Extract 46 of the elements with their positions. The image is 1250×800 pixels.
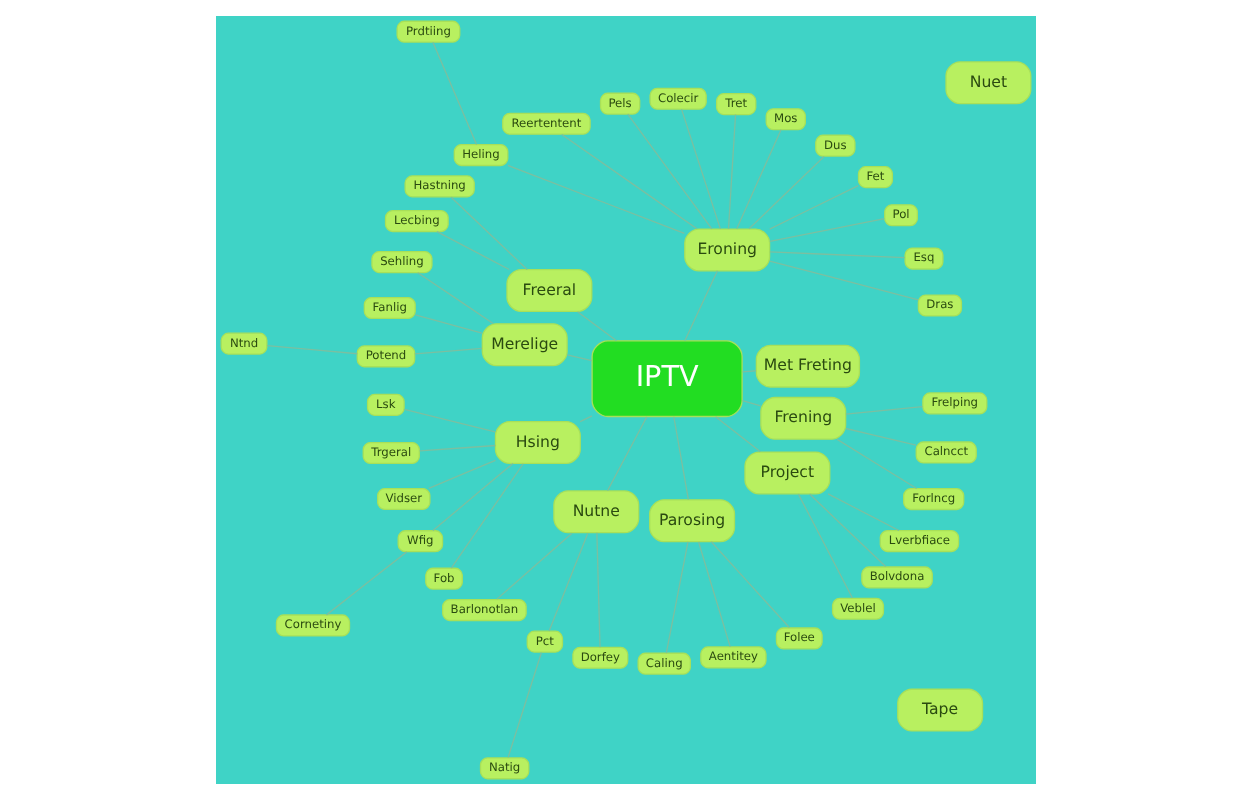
connector [672, 416, 689, 501]
connector [449, 463, 523, 569]
connector [402, 408, 495, 433]
connector [768, 260, 918, 301]
connector [547, 532, 588, 632]
connector [768, 251, 905, 259]
connector [449, 196, 527, 271]
connector [714, 416, 761, 453]
connector [835, 438, 917, 490]
connector [605, 416, 647, 492]
connector [595, 532, 600, 648]
connector [768, 184, 858, 230]
connector [679, 108, 721, 230]
connector [427, 459, 496, 490]
connector [495, 532, 572, 600]
connector [734, 129, 781, 230]
connector [413, 314, 482, 334]
connector [740, 370, 756, 373]
connector [796, 493, 853, 599]
connector [709, 541, 789, 629]
connector [265, 345, 357, 355]
connector [435, 230, 509, 271]
connector [578, 415, 592, 423]
connector [431, 462, 513, 532]
connector [565, 354, 592, 362]
connector [807, 493, 886, 568]
connector [413, 347, 482, 355]
connector [506, 651, 542, 759]
connector [664, 541, 688, 654]
connector [575, 311, 617, 342]
connector [740, 399, 761, 407]
connector [844, 427, 916, 446]
connector [560, 133, 697, 230]
connector [696, 541, 730, 648]
connector [683, 270, 718, 342]
connector [826, 493, 899, 532]
connector [726, 113, 736, 230]
connector [418, 444, 496, 452]
connector [768, 217, 885, 243]
connector [626, 113, 712, 230]
connector [747, 155, 824, 230]
connector [416, 272, 493, 325]
connector [844, 405, 923, 415]
node-box: IPTV [590, 340, 742, 418]
connector [324, 551, 407, 616]
connector [506, 164, 684, 235]
